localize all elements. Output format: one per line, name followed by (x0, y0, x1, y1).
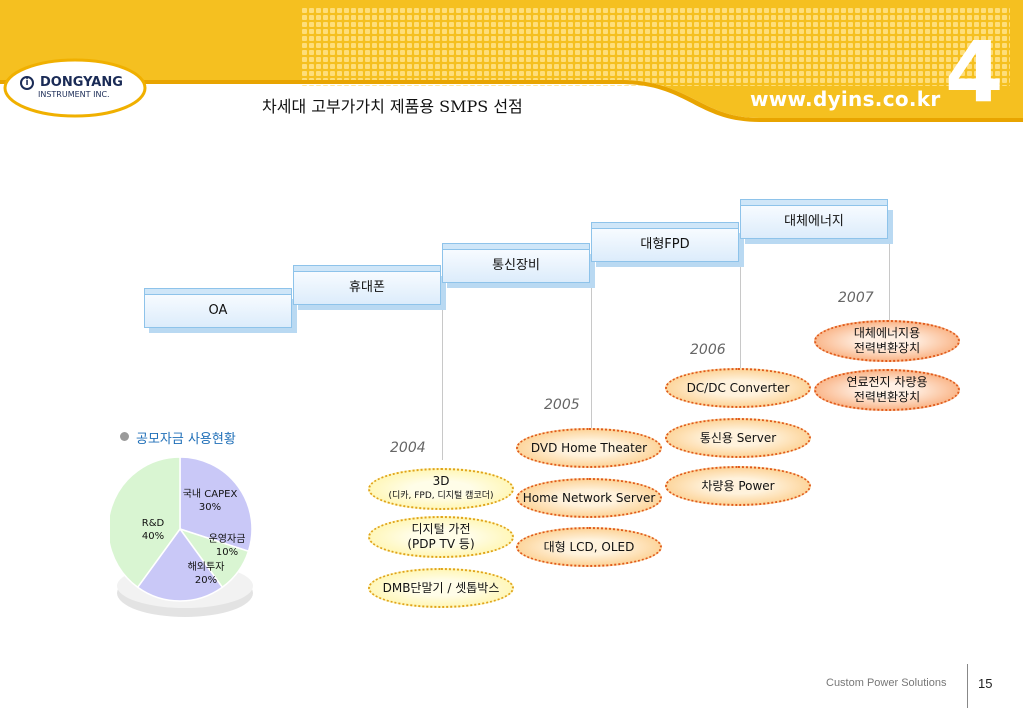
logo-subtitle: INSTRUMENT INC. (38, 90, 110, 99)
pie-label-capex: 국내 CAPEX 30% (182, 489, 238, 513)
pie-label-operating: 운영자금 10% (208, 534, 246, 558)
page-number: 15 (978, 676, 993, 691)
pie-slice (136, 527, 224, 602)
step-mobile: 휴대폰 (293, 265, 441, 305)
pie-slice (110, 456, 181, 589)
pie-label-rnd: R&D 40% (141, 518, 165, 542)
bullet-icon (120, 432, 129, 441)
product-oval: DVD Home Theater (516, 428, 662, 468)
product-oval: 통신용 Server (665, 418, 811, 458)
header-banner (0, 0, 1023, 122)
fund-usage-pie (110, 456, 253, 617)
footer-text: Custom Power Solutions (826, 677, 947, 689)
year-2006: 2006 (690, 342, 726, 358)
year-2007: 2007 (838, 290, 874, 306)
connector-line (591, 283, 592, 428)
step-oa: OA (144, 288, 292, 328)
product-oval: DMB단말기 / 셋톱박스 (368, 568, 514, 608)
product-oval: 차량용 Power (665, 466, 811, 506)
product-oval: 대형 LCD, OLED (516, 527, 662, 567)
pie-label-overseas: 해외투자 20% (187, 562, 225, 586)
product-oval: 대체에너지용 전력변환장치 (814, 320, 960, 362)
product-oval: 3D (디카, FPD, 디지털 캠코더) (368, 468, 514, 510)
logo-mark-icon: i (20, 76, 34, 90)
product-oval: Home Network Server (516, 478, 662, 518)
product-oval: 연료전지 차량용 전력변환장치 (814, 369, 960, 411)
footer-divider (967, 664, 968, 708)
section-number: 4 (945, 23, 1004, 121)
website-url: www.dyins.co.kr (750, 87, 941, 111)
step-alt-energy: 대체에너지 (740, 199, 888, 239)
connector-line (889, 236, 890, 322)
product-oval: DC/DC Converter (665, 368, 811, 408)
page-title: 차세대 고부가가치 제품용 SMPS 선점 (262, 97, 523, 116)
year-2004: 2004 (390, 440, 426, 456)
connector-line (740, 260, 741, 368)
step-telecom: 통신장비 (442, 243, 590, 283)
connector-line (442, 308, 443, 460)
pie-slice (179, 456, 253, 553)
product-oval: 디지털 가전 (PDP TV 등) (368, 516, 514, 558)
logo-name: DONGYANG (40, 75, 123, 90)
pie-title: 공모자금 사용현황 (136, 432, 236, 447)
step-large-fpd: 대형FPD (591, 222, 739, 262)
year-2005: 2005 (544, 397, 580, 413)
